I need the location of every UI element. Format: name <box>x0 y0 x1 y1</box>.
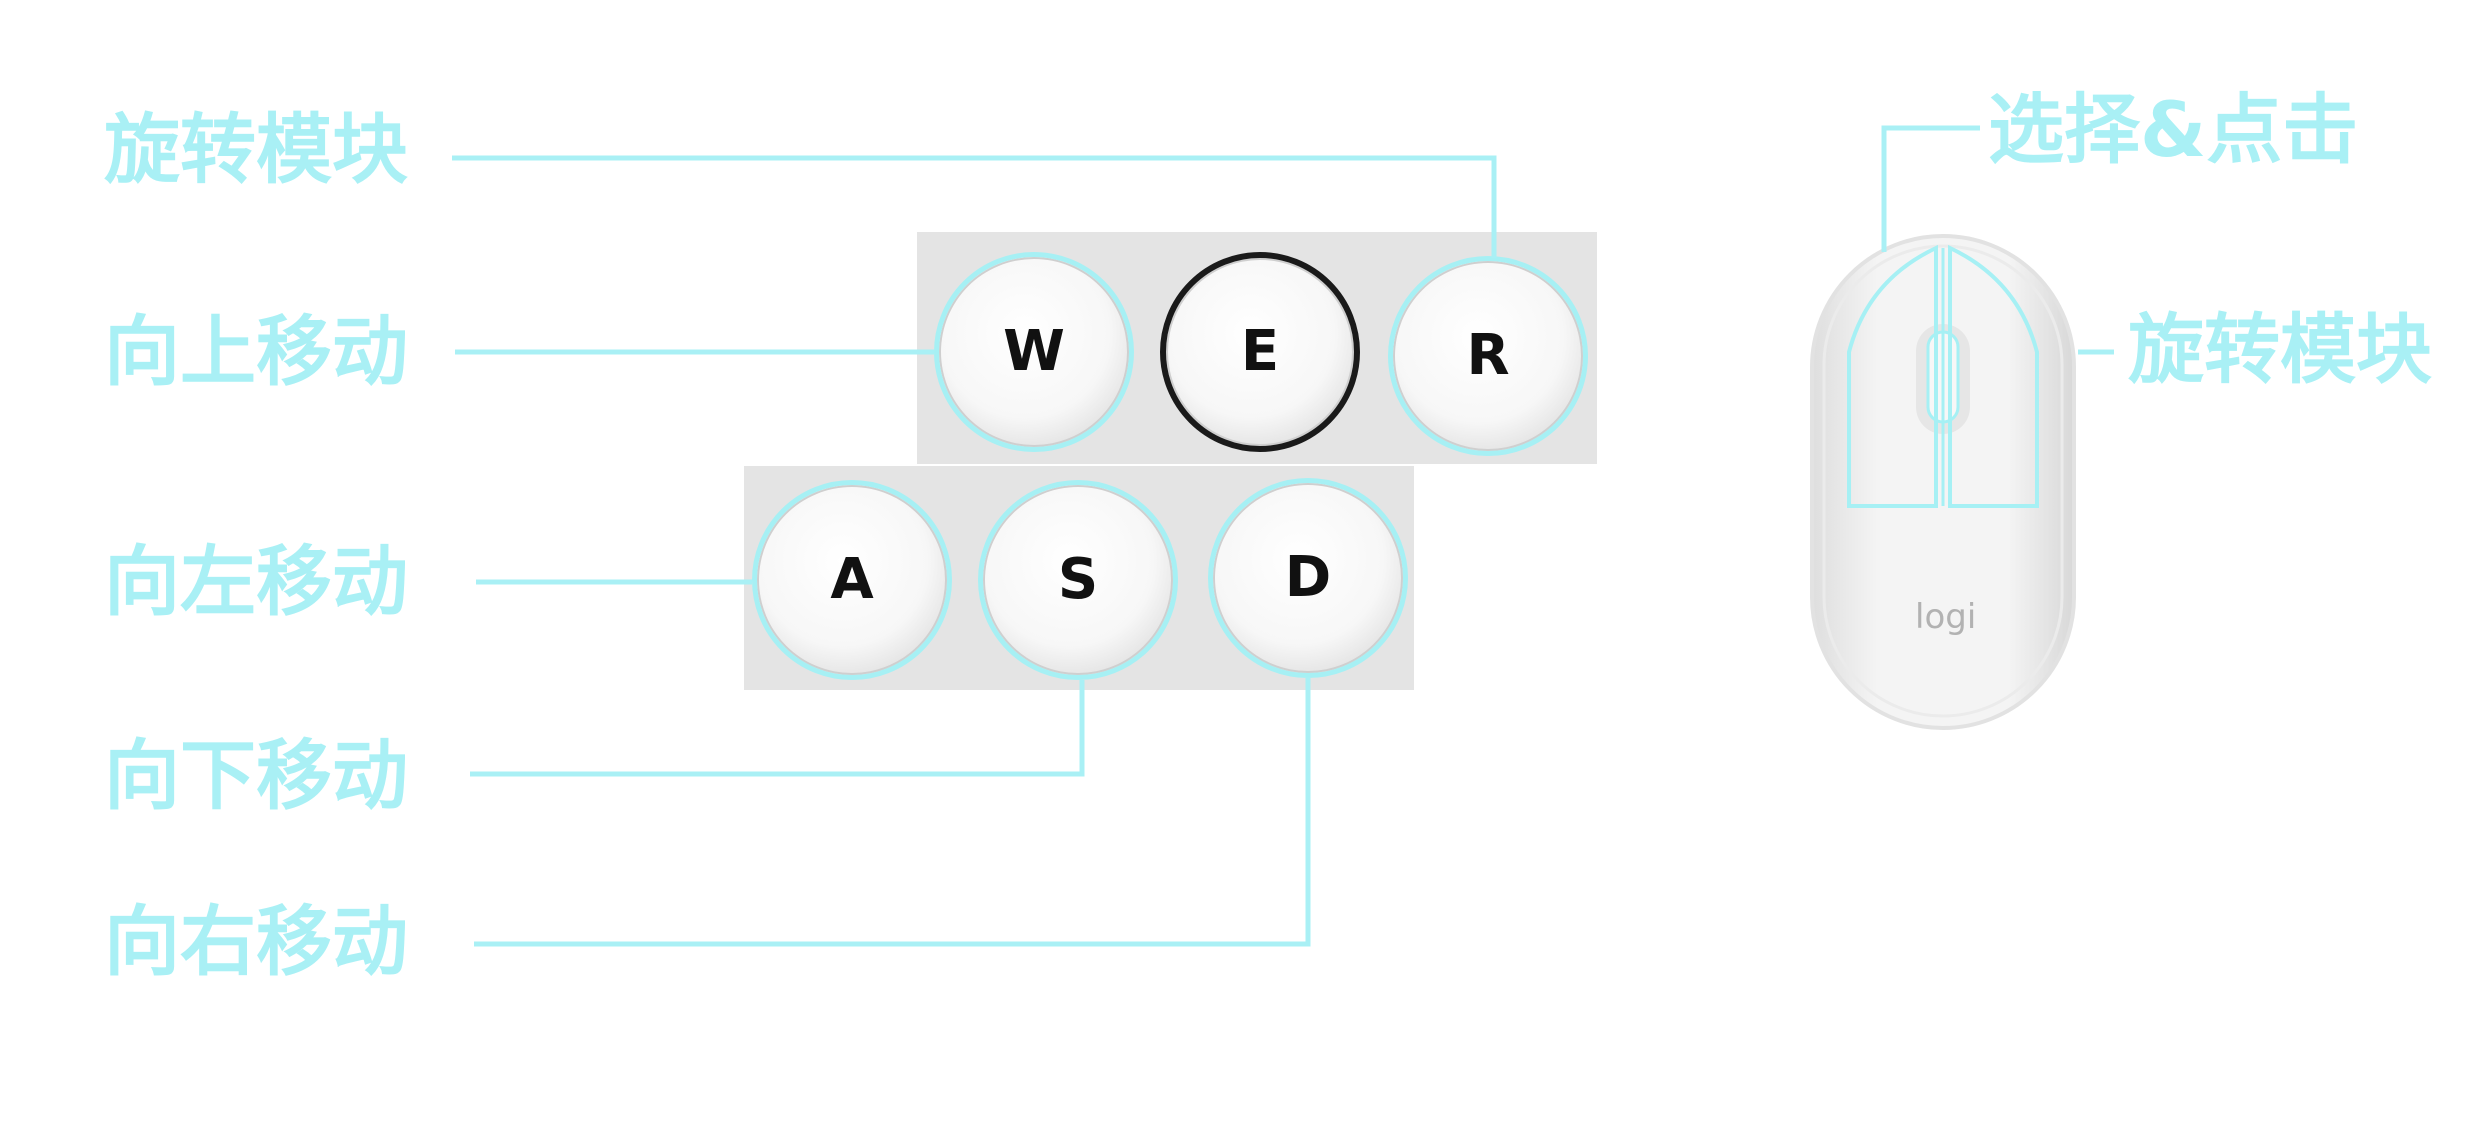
key-a-label: A <box>830 547 874 612</box>
label-move-right: 向右移动 <box>104 897 408 986</box>
label-rotate-module-left: 旋转模块 <box>104 105 408 194</box>
key-a: A <box>752 480 952 680</box>
key-r: R <box>1388 256 1588 456</box>
label-select-click: 选择&点击 <box>1988 85 2359 174</box>
label-move-down: 向下移动 <box>104 731 408 820</box>
key-s: S <box>978 480 1178 680</box>
key-d: D <box>1208 478 1408 678</box>
key-r-label: R <box>1466 323 1510 388</box>
key-e-label: E <box>1240 319 1280 384</box>
logi-logo: logi <box>1915 597 1977 637</box>
right-button-outline <box>1948 244 2039 508</box>
label-move-left: 向左移动 <box>104 537 408 626</box>
connector-down <box>470 680 1085 777</box>
key-e: E <box>1160 252 1360 452</box>
connector-right <box>474 678 1311 947</box>
key-w: W <box>934 252 1134 452</box>
label-move-up: 向上移动 <box>104 307 408 396</box>
key-s-label: S <box>1057 547 1099 612</box>
label-rotate-module-right: 旋转模块 <box>2128 305 2432 394</box>
key-d-label: D <box>1284 545 1332 610</box>
mouse-illustration <box>1810 234 2076 730</box>
key-w-label: W <box>1003 319 1065 384</box>
